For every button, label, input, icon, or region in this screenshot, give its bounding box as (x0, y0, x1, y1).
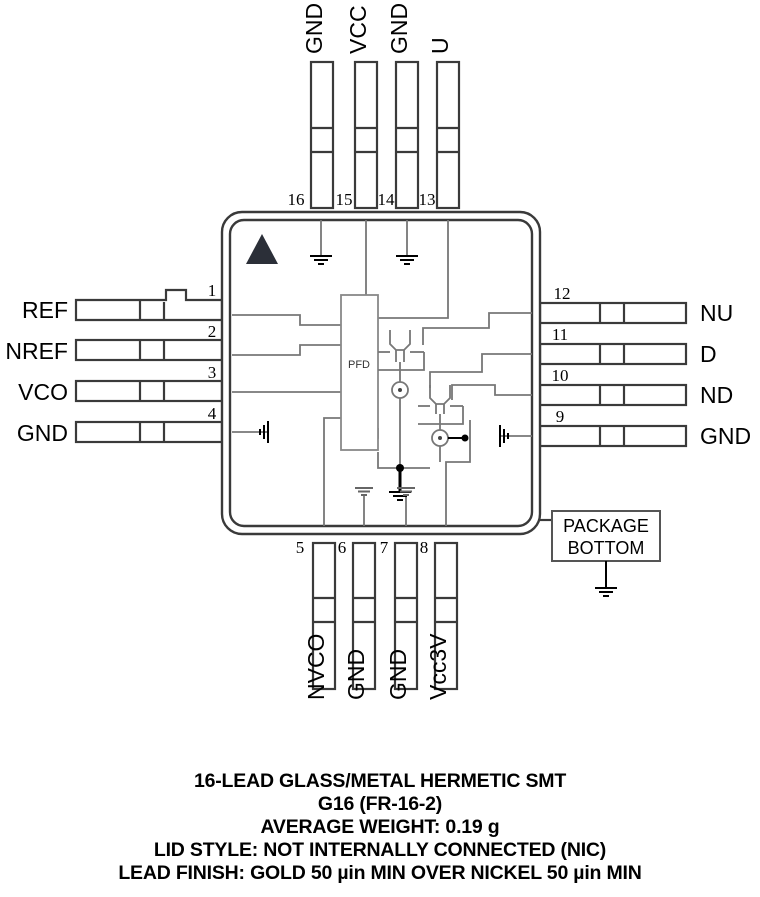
pin-number-7: 7 (380, 538, 389, 557)
pin-number-8: 8 (420, 538, 429, 557)
pin-label-GND-14: GND (386, 3, 412, 54)
pin-label-GND-4: GND (17, 420, 68, 446)
lead-pin-12[interactable] (538, 301, 688, 325)
lead-pin-5[interactable] (311, 541, 337, 691)
pin-label-VCC: VCC (345, 5, 371, 54)
pin-number-group: 16 15 14 13 5 6 7 8 1 2 3 4 12 11 10 9 (208, 190, 571, 557)
pin-number-12: 12 (554, 284, 571, 303)
lead-pin-8[interactable] (433, 541, 459, 691)
lead-pin-14[interactable] (394, 60, 420, 210)
lead-pin-7[interactable] (393, 541, 419, 691)
pin-label-D: D (700, 341, 717, 367)
ground-symbol-package-bottom (594, 587, 618, 597)
lead-pin-2[interactable] (74, 338, 224, 362)
pin-number-14: 14 (378, 190, 396, 209)
lead-pin-16[interactable] (309, 60, 335, 210)
package-bottom-label-line2: BOTTOM (568, 538, 645, 558)
lead-group-top (309, 60, 461, 210)
pin-number-16: 16 (288, 190, 305, 209)
pin-label-NVCO: NVCO (303, 634, 329, 700)
package-bottom-label-line1: PACKAGE (563, 516, 649, 536)
lead-pin-15[interactable] (353, 60, 379, 210)
pin-label-GND-6: GND (343, 649, 369, 700)
pin-number-5: 5 (296, 538, 305, 557)
pin-number-1: 1 (208, 281, 217, 300)
pin-number-3: 3 (208, 363, 217, 382)
pin-number-6: 6 (338, 538, 347, 557)
lead-pin-11[interactable] (538, 342, 688, 366)
pin-number-11: 11 (552, 325, 568, 344)
lead-group-left (74, 288, 224, 444)
pin-name-group: REF NREF VCO GND NU D ND GND GND VCC GND… (5, 3, 751, 700)
current-source-lower-dot (438, 436, 442, 440)
pin-label-GND-9: GND (700, 423, 751, 449)
caption-line-2: G16 (FR-16-2) (317, 793, 443, 815)
package-bottom-box (551, 510, 661, 562)
pin-label-NU: NU (700, 300, 733, 326)
pfd-block (340, 294, 379, 451)
pin-label-VCO: VCO (18, 379, 68, 405)
pfd-block-label: PFD (348, 359, 370, 371)
pin-number-2: 2 (208, 322, 217, 341)
triangle-pin1-marker (246, 234, 278, 264)
pin-label-GND-16: GND (301, 3, 327, 54)
pin-number-4: 4 (208, 404, 217, 423)
lead-pin-10[interactable] (538, 383, 688, 407)
lead-group-bottom (311, 541, 459, 691)
lead-pin-9[interactable] (538, 424, 688, 448)
pin-label-ND: ND (700, 382, 733, 408)
pin-number-13: 13 (419, 190, 436, 209)
pin-label-U: U (427, 37, 453, 54)
pin-number-9: 9 (556, 407, 565, 426)
differential-pair-lower (418, 385, 464, 430)
pin-label-GND-7: GND (385, 649, 411, 700)
lead-pin-3[interactable] (74, 379, 224, 403)
lead-pin-4[interactable] (74, 420, 224, 444)
current-source-upper-dot (398, 388, 402, 392)
pin-label-Vcc3V: Vcc3V (425, 633, 451, 700)
pin-label-REF: REF (22, 297, 68, 323)
caption-line-1: 16-LEAD GLASS/METAL HERMETIC SMT (193, 770, 567, 792)
caption-line-5: LEAD FINISH: GOLD 50 µin MIN OVER NICKEL… (118, 862, 642, 884)
pin-number-10: 10 (552, 366, 569, 385)
caption-line-3: AVERAGE WEIGHT: 0.19 g (260, 816, 500, 838)
caption-line-4: LID STYLE: NOT INTERNALLY CONNECTED (NIC… (153, 839, 607, 861)
lead-pin-1[interactable] (74, 288, 224, 322)
pin-number-15: 15 (336, 190, 353, 209)
differential-pair-upper (378, 330, 425, 382)
pin-label-NREF: NREF (5, 338, 68, 364)
package-body-inner (228, 218, 534, 528)
lead-pin-6[interactable] (351, 541, 377, 691)
lead-pin-13[interactable] (435, 60, 461, 210)
